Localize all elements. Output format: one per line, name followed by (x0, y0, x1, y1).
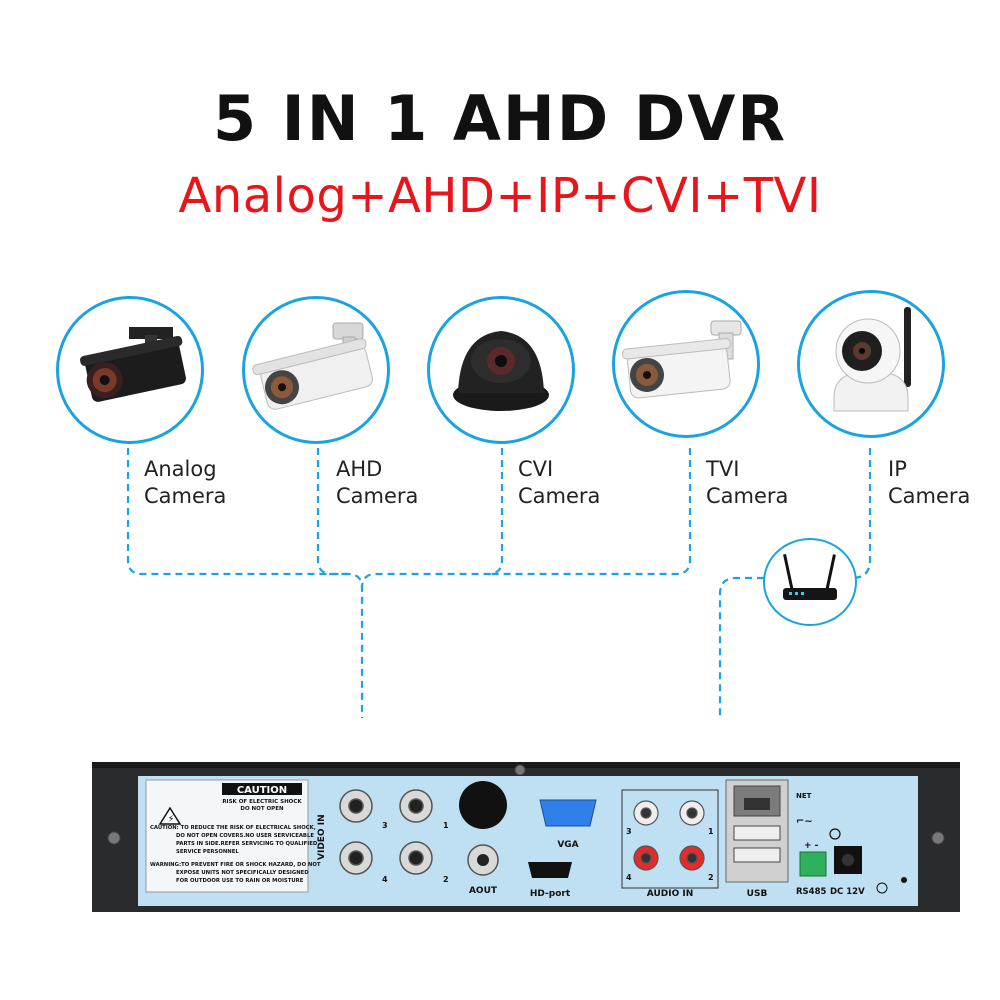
caution-sub1: RISK OF ELECTRIC SHOCK (222, 799, 302, 805)
camera-label-ip: IP Camera (888, 457, 971, 508)
audio-port-number: 3 (626, 827, 632, 836)
aout-label: AOUT (469, 886, 498, 896)
vga-label: VGA (557, 840, 578, 850)
ahd-camera-image (242, 296, 390, 444)
net-label: NET (796, 792, 812, 800)
ip-camera-image (797, 290, 945, 438)
screw-icon (931, 831, 945, 845)
audio-port-number: 2 (708, 873, 714, 882)
screw-icon (107, 831, 121, 845)
caution-text-line: CAUTION: TO REDUCE THE RISK OF ELECTRICA… (150, 825, 316, 831)
video-port-number: 3 (382, 821, 388, 830)
hdport-label: HD-port (530, 889, 571, 899)
ground-icon (876, 882, 888, 894)
video-port-number: 2 (443, 875, 449, 884)
tvi-camera-image (612, 290, 760, 438)
caution-text-line: PARTS IN SIDE.REFER SERVICING TO QUALIFI… (176, 841, 318, 847)
audio-in-frame (621, 789, 719, 889)
camera-label-tvi: TVI Camera (706, 457, 789, 508)
ground-screw-icon (901, 877, 907, 883)
video-in-label: VIDEO IN (317, 814, 327, 860)
camera-label-ahd: AHD Camera (336, 457, 419, 508)
caution-sub2: DO NOT OPEN (240, 806, 284, 812)
rca-connectors (633, 800, 705, 871)
page-subtitle: Analog+AHD+IP+CVI+TVI (178, 168, 822, 224)
camera-label-cvi: CVI Camera (518, 457, 601, 508)
camera-label-analog: Analog Camera (144, 457, 227, 508)
bnc-connectors (339, 789, 433, 875)
screw-icon (514, 764, 526, 776)
dc-label: DC 12V (830, 887, 865, 897)
polarity-icon (829, 828, 841, 840)
caution-text-line: DO NOT OPEN COVERS.NO USER SERVICEABLE (176, 833, 314, 839)
video-port-number: 1 (443, 821, 449, 830)
rubber-plug (459, 781, 507, 829)
svg-text:⚡: ⚡ (168, 814, 175, 825)
caution-label (145, 779, 309, 893)
caution-title: CAUTION (237, 785, 287, 796)
audio-in-label: AUDIO IN (647, 889, 693, 899)
warning-triangle-icon (158, 806, 182, 825)
rs485-pins: + - (804, 841, 819, 851)
analog-camera-image (56, 296, 204, 444)
usb-port (733, 825, 781, 841)
rs485-label: RS485 (796, 887, 826, 897)
audio-port-number: 4 (626, 873, 632, 882)
page-title: 5 IN 1 AHD DVR (212, 82, 788, 155)
cvi-camera-image (427, 296, 575, 444)
alarm-icon: ⌐~ (796, 816, 813, 827)
caution-text-line: SERVICE PERSONNEL (176, 849, 239, 855)
rs485-terminal (799, 851, 827, 877)
warning-text-line: EXPOSE UNITS NOT SPECIFICALLY DESIGNED (176, 870, 309, 876)
usb-port (733, 847, 781, 863)
hd-port (528, 862, 572, 878)
video-port-number: 4 (382, 875, 388, 884)
audio-port-number: 1 (708, 827, 714, 836)
router-image (763, 538, 857, 626)
warning-text-line: FOR OUTDOOR USE TO RAIN OR MOISTURE (176, 878, 304, 884)
usb-label: USB (747, 889, 768, 899)
warning-text-line: WARNING:TO PREVENT FIRE OR SHOCK HAZARD,… (150, 862, 321, 868)
vga-port (539, 799, 597, 827)
